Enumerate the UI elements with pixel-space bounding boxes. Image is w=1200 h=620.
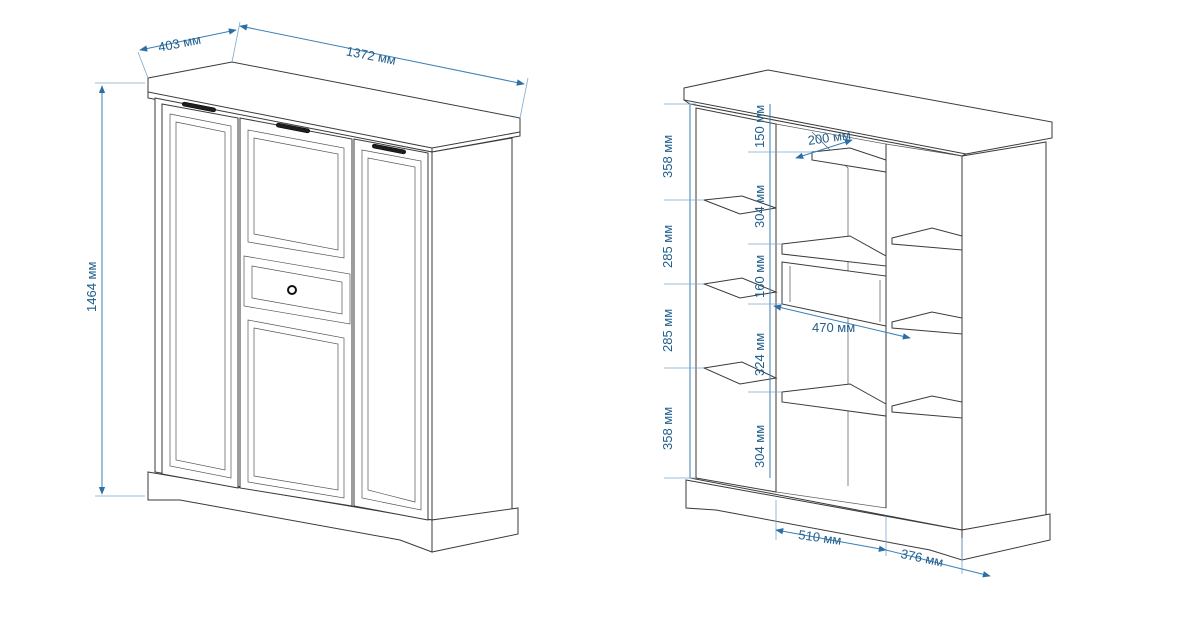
front-width-label: 1372 мм [345,43,397,67]
front-height-label: 1464 мм [84,262,99,312]
drawer-width-label: 470 мм [812,320,855,335]
middle-dim-1: 150 мм [752,105,767,148]
middle-dim-4: 324 мм [752,333,767,376]
left-dim-3: 285 мм [660,309,675,352]
inner-depth-dimension: 200 мм [795,127,853,159]
closed-wardrobe-drawing [147,61,521,553]
keyhole-icon [287,285,297,295]
middle-dim-2: 304 мм [752,185,767,228]
middle-dim-3: 160 мм [752,255,767,298]
middle-column-dimensions: 150 мм 304 мм 160 мм 324 мм 304 мм [748,104,812,478]
drawer-width-dimension: 470 мм [773,304,911,340]
door-handle-left [182,101,216,113]
door-handle-middle [276,122,310,134]
left-dim-2: 285 мм [660,225,675,268]
left-column-dimensions: 358 мм 285 мм 285 мм 358 мм [660,103,704,479]
middle-dim-5: 304 мм [752,425,767,468]
left-dim-4: 358 мм [660,407,675,450]
inner-depth-label: 200 мм [807,127,852,148]
door-handle-right [372,143,406,155]
front-depth-label: 403 мм [157,32,202,55]
middle-width-label: 510 мм [798,527,843,548]
left-dim-1: 358 мм [660,135,675,178]
open-wardrobe-drawing [683,69,1053,561]
